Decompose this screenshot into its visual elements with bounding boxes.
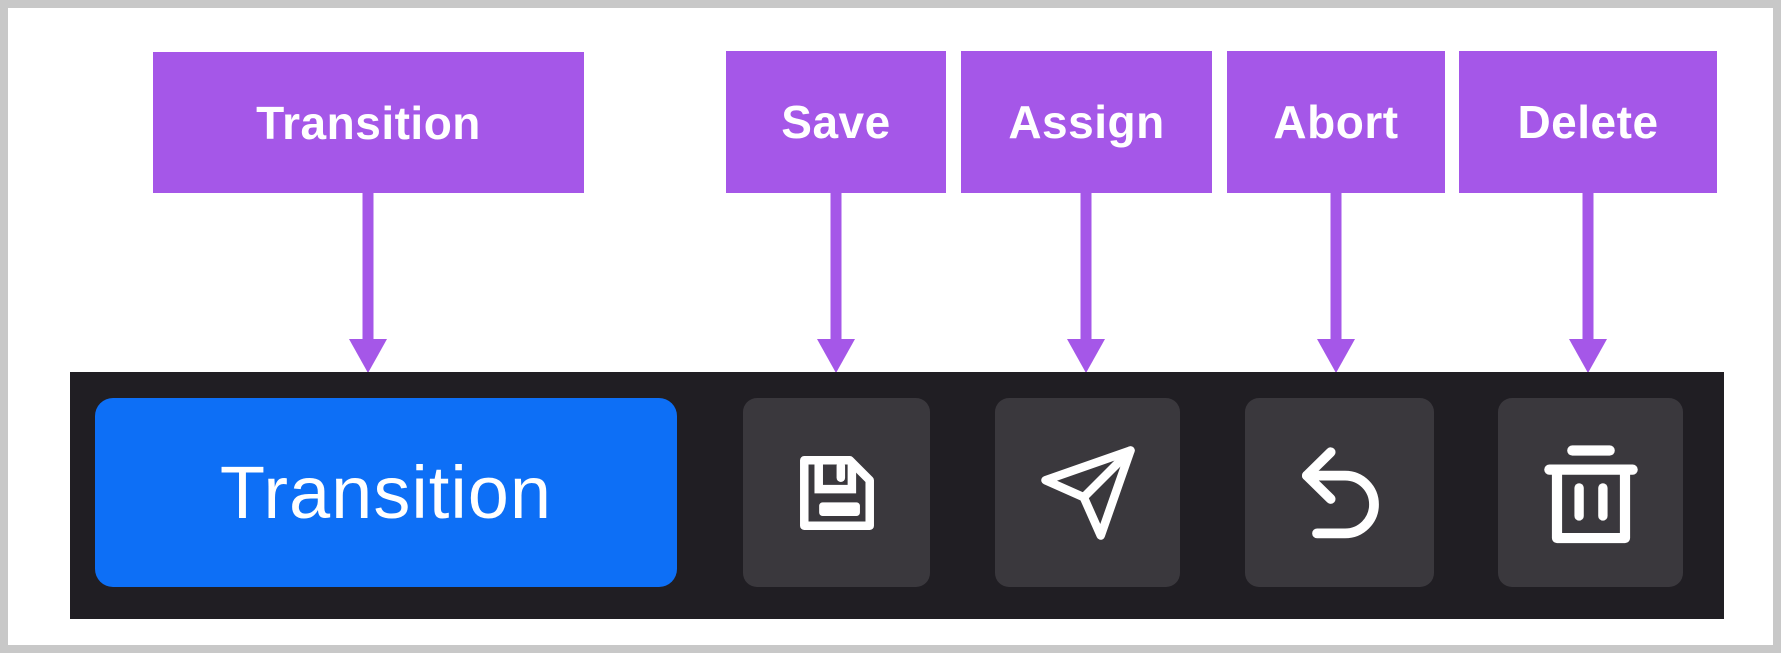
arrow-head-icon [349,339,387,373]
toolbar: Transition [70,372,1724,619]
assign-button[interactable] [995,398,1180,587]
arrow-stem [362,193,374,340]
save-button[interactable] [743,398,930,587]
abort-button[interactable] [1245,398,1434,587]
callout-text: Transition [256,96,481,149]
callout-label-transition: Transition [153,52,584,193]
delete-button[interactable] [1498,398,1683,587]
callout-label-delete: Delete [1459,51,1717,193]
callout-arrow-transition [349,193,387,373]
callout-arrow-delete [1569,193,1607,373]
callout-arrow-abort [1317,193,1355,373]
callout-text: Delete [1517,96,1659,148]
undo-arrow-icon [1301,446,1379,538]
callout-label-save: Save [726,51,946,193]
arrow-stem [830,193,842,340]
callout-label-assign: Assign [961,51,1212,193]
arrow-head-icon [1569,339,1607,373]
arrow-stem [1080,193,1092,340]
paper-plane-icon [1040,445,1135,540]
transition-button-label: Transition [219,451,553,534]
arrow-head-icon [1317,339,1355,373]
arrow-stem [1582,193,1594,340]
transition-button[interactable]: Transition [95,398,677,587]
arrow-head-icon [1067,339,1105,373]
callout-text: Abort [1273,96,1399,148]
arrow-head-icon [817,339,855,373]
callout-label-abort: Abort [1227,51,1445,193]
callout-text: Assign [1008,96,1165,148]
callout-arrow-save [817,193,855,373]
arrow-stem [1330,193,1342,340]
callout-text: Save [781,96,891,148]
callout-arrow-assign [1067,193,1105,373]
trash-can-icon [1543,444,1638,543]
floppy-disk-icon [799,455,874,530]
